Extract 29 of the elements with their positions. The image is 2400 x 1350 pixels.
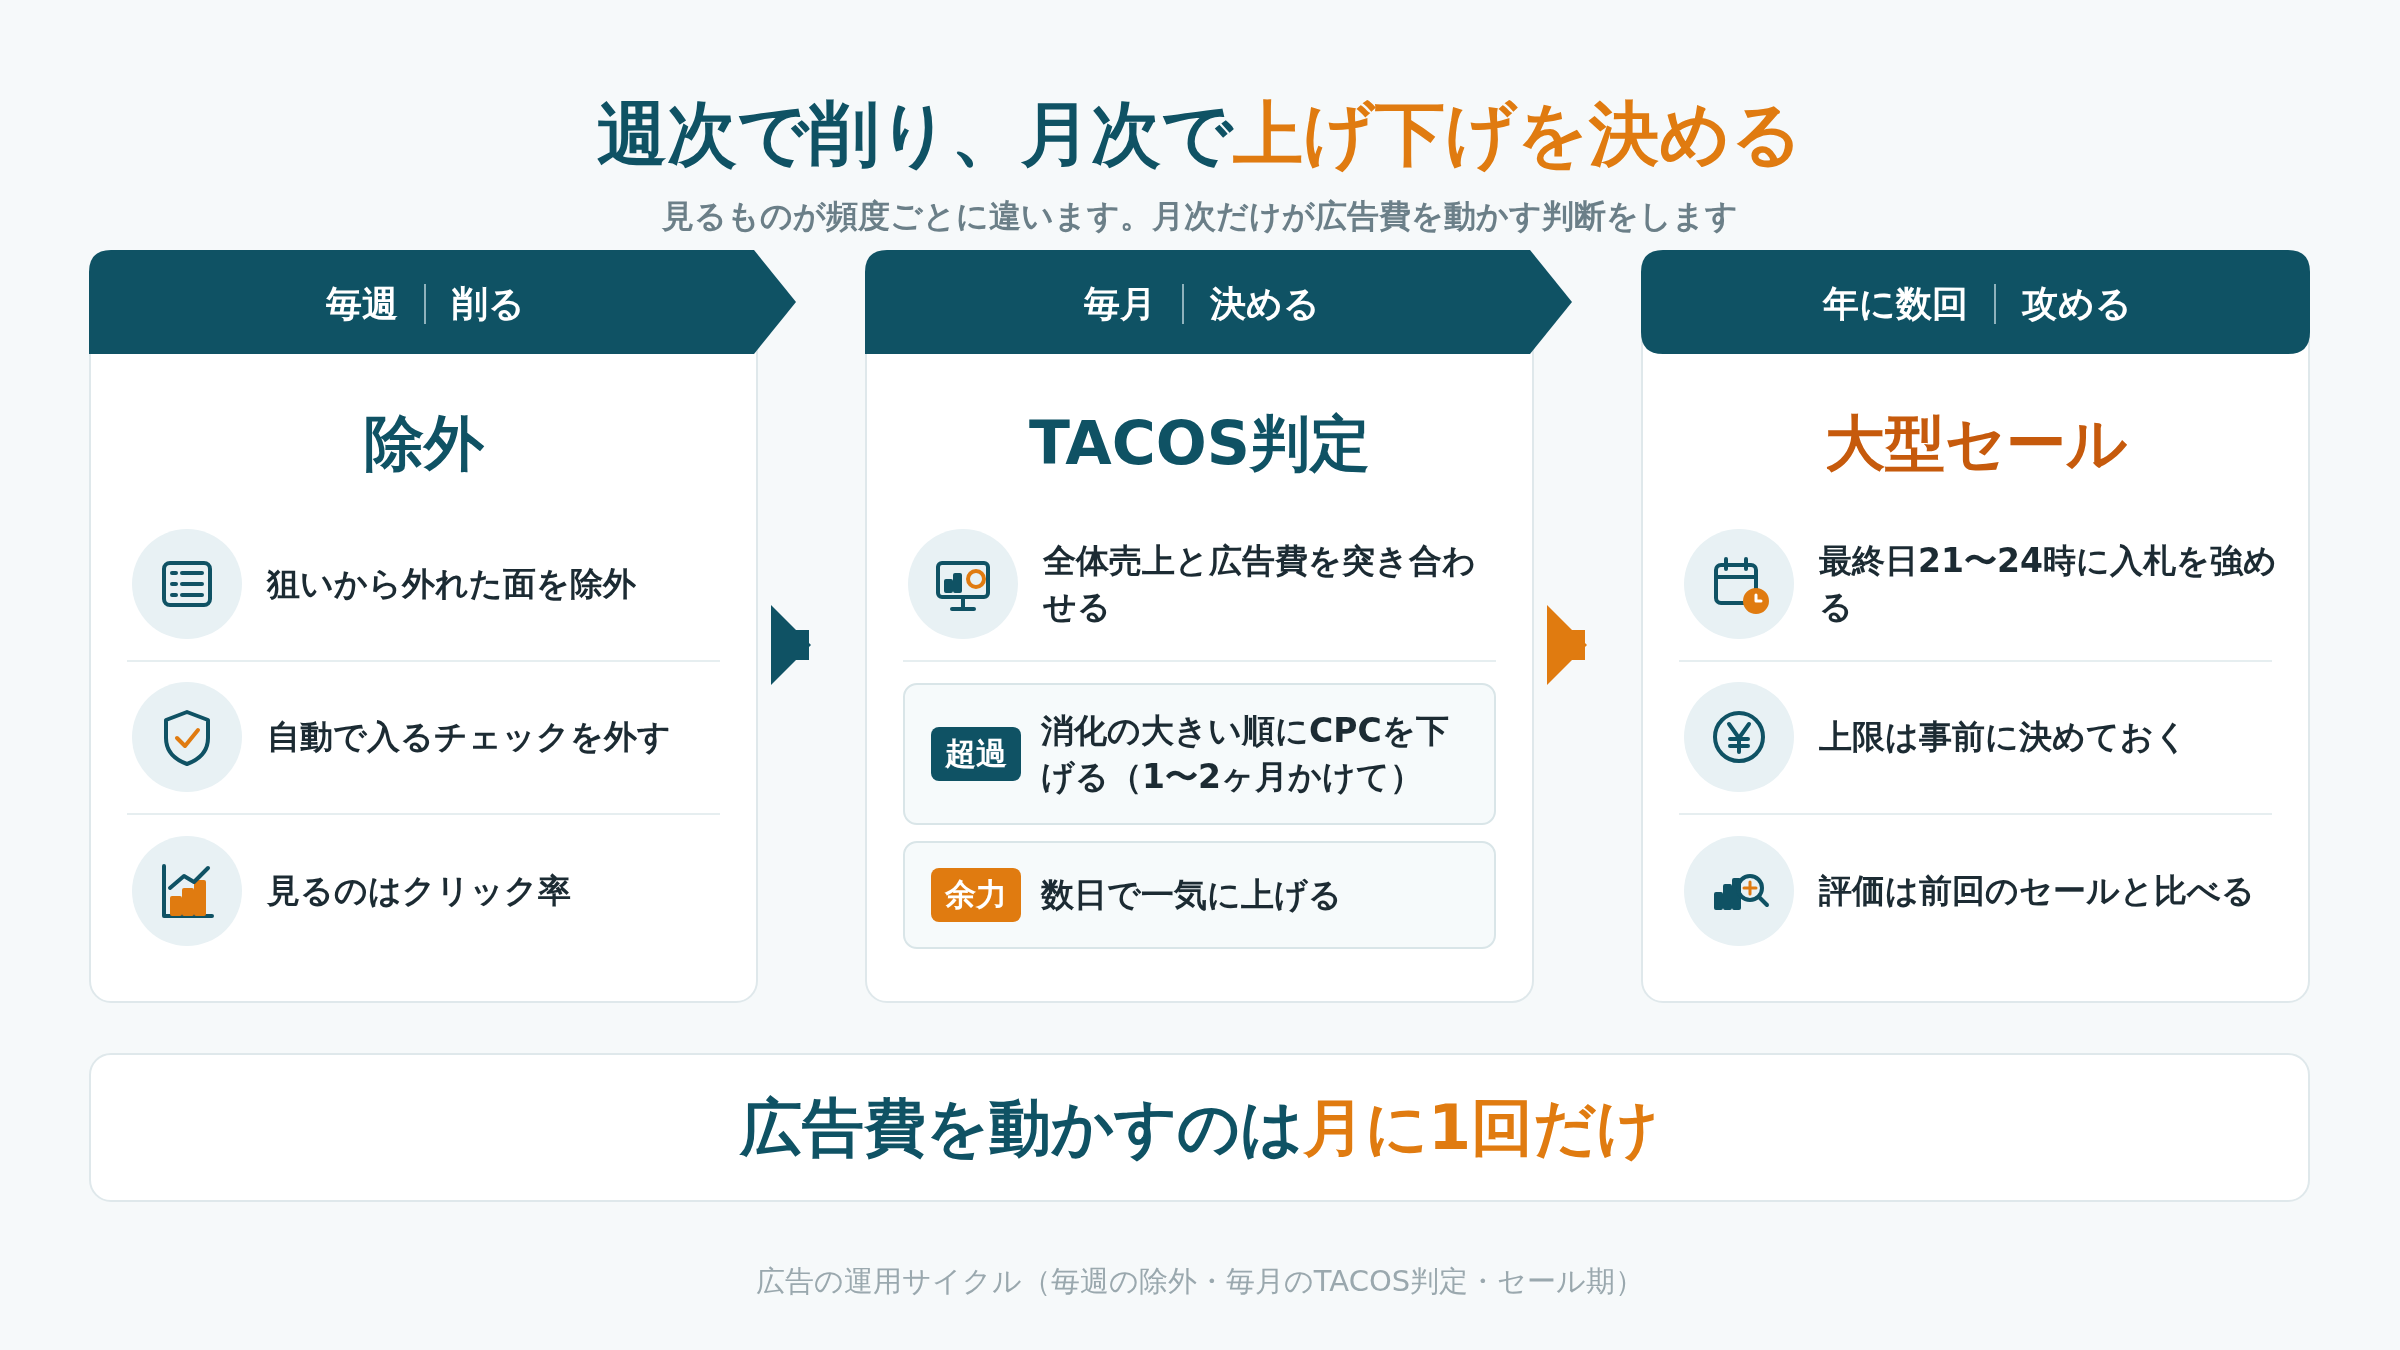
item-text: 自動で入るチェックを外す <box>267 713 726 761</box>
status-badge: 余力 <box>931 868 1021 922</box>
column-card <box>1641 250 2310 1003</box>
arrow <box>771 605 811 685</box>
column-heading: 除外 <box>362 407 485 480</box>
header-label: 毎月 <box>1082 281 1157 326</box>
title: 週次で削り、月次で上げ下げを決める <box>596 92 1804 177</box>
item-text: 全体売上と広告費を突き合わせる <box>1043 537 1502 631</box>
caption: 広告の運用サイクル（毎週の除外・毎月のTACOS判定・セール期） <box>754 1263 1646 1300</box>
item-text: 上限は事前に決めておく <box>1819 713 2278 761</box>
column-heading: 大型セール <box>1823 407 2128 480</box>
column-heading: TACOS判定 <box>1028 407 1371 480</box>
summary-box: 広告費を動かすのは月に1回だけ <box>89 1053 2310 1202</box>
option-panel <box>903 841 1496 949</box>
header-label: 毎週 <box>325 281 399 326</box>
option-text: 数日で一気に上げる <box>1041 873 1342 916</box>
option-text: 消化の大きい順にCPCを下げる（1〜2ヶ月かけて） <box>1041 709 1450 798</box>
option-panel <box>903 683 1496 825</box>
header-label: 年に数回 <box>1821 281 1969 326</box>
header-label: 決める <box>1208 281 1321 326</box>
item-text: 見るのはクリック率 <box>267 867 726 915</box>
item-text: 狙いから外れた面を除外 <box>267 560 726 608</box>
header-label: 攻める <box>2021 281 2133 326</box>
status-badge: 超過 <box>931 727 1021 781</box>
item-text: 評価は前回のセールと比べる <box>1819 867 2278 915</box>
subtitle: 見るものが頻度ごとに違います。月次だけが広告費を動かす判断をします <box>661 196 1739 237</box>
header-label: 削る <box>451 281 526 326</box>
item-text: 最終日21〜24時に入札を強める <box>1819 537 2278 631</box>
arrow <box>1547 605 1587 685</box>
